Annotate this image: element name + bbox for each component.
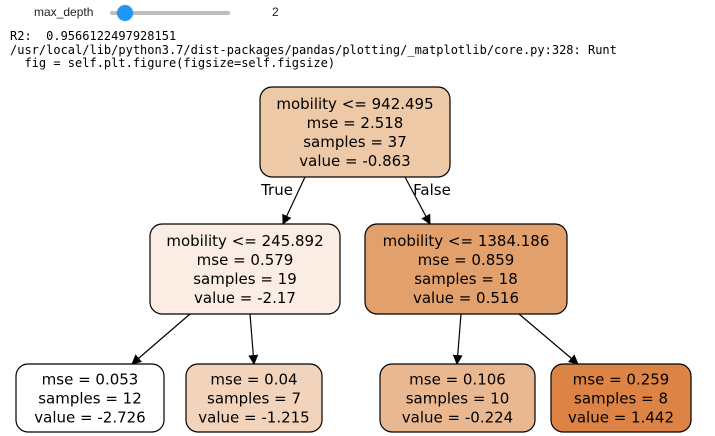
tree-node-box bbox=[15, 363, 165, 433]
tree-node-line: mse = 0.04 bbox=[210, 371, 297, 389]
console-line-warning-code: fig = self.plt.figure(figsize=self.figsi… bbox=[10, 56, 336, 70]
tree-node-line: samples = 19 bbox=[193, 270, 297, 288]
tree-node-line: value = 1.442 bbox=[568, 409, 674, 427]
tree-node-line: mse = 2.518 bbox=[307, 114, 404, 132]
tree-node-line: value = 0.516 bbox=[413, 289, 519, 307]
tree-node-line: mse = 0.053 bbox=[42, 371, 139, 389]
tree-node-line: samples = 8 bbox=[574, 390, 668, 408]
console-line-r2: R2: 0.9566122497928151 bbox=[10, 29, 177, 43]
edge-left-to-leaf1 bbox=[131, 313, 191, 365]
tree-node-line: mse = 0.259 bbox=[573, 371, 670, 389]
edge-root-to-left bbox=[282, 176, 306, 225]
tree-node-line: samples = 37 bbox=[303, 133, 407, 151]
tree-node-box bbox=[364, 223, 568, 315]
slider-track[interactable] bbox=[110, 11, 230, 15]
max-depth-slider-widget: max_depth 2 bbox=[0, 0, 715, 26]
edge-label-false: False bbox=[413, 181, 451, 199]
slider-value-readout: 2 bbox=[272, 5, 279, 19]
console-line-warning-path: /usr/local/lib/python3.7/dist-packages/p… bbox=[10, 42, 617, 57]
tree-node-line: mobility <= 245.892 bbox=[166, 232, 323, 250]
edge-label-true: True bbox=[260, 181, 293, 199]
tree-node-line: mse = 0.106 bbox=[409, 371, 506, 389]
edge-right-to-leaf4 bbox=[518, 313, 579, 365]
tree-node-line: mobility <= 942.495 bbox=[276, 95, 433, 113]
tree-edges bbox=[131, 176, 579, 365]
slider-label: max_depth bbox=[34, 5, 94, 19]
tree-node-box bbox=[185, 363, 323, 433]
tree-node-line: samples = 7 bbox=[207, 390, 301, 408]
tree-node-line: mobility <= 1384.186 bbox=[383, 232, 550, 250]
tree-node-line: samples = 10 bbox=[406, 390, 510, 408]
tree-node-line: value = -0.863 bbox=[299, 152, 410, 170]
tree-node-line: value = -0.224 bbox=[402, 409, 513, 427]
tree-node-box bbox=[550, 363, 692, 433]
tree-node-box bbox=[379, 363, 536, 433]
tree-node-line: samples = 12 bbox=[38, 390, 142, 408]
tree-node-line: mse = 0.579 bbox=[197, 251, 294, 269]
tree-node-line: value = -1.215 bbox=[198, 409, 309, 427]
console-output: R2: 0.9566122497928151 /usr/local/lib/py… bbox=[10, 29, 617, 71]
tree-node-line: value = -2.726 bbox=[34, 409, 145, 427]
edge-root-to-right bbox=[404, 176, 431, 225]
slider-handle[interactable] bbox=[117, 5, 133, 21]
edge-right-to-leaf3 bbox=[452, 313, 463, 365]
edge-left-to-leaf2 bbox=[248, 313, 259, 365]
tree-node-box bbox=[149, 223, 341, 315]
tree-node-line: samples = 18 bbox=[414, 270, 518, 288]
tree-node-line: mse = 0.859 bbox=[418, 251, 515, 269]
tree-node-box bbox=[259, 86, 451, 178]
tree-node-line: value = -2.17 bbox=[194, 289, 296, 307]
